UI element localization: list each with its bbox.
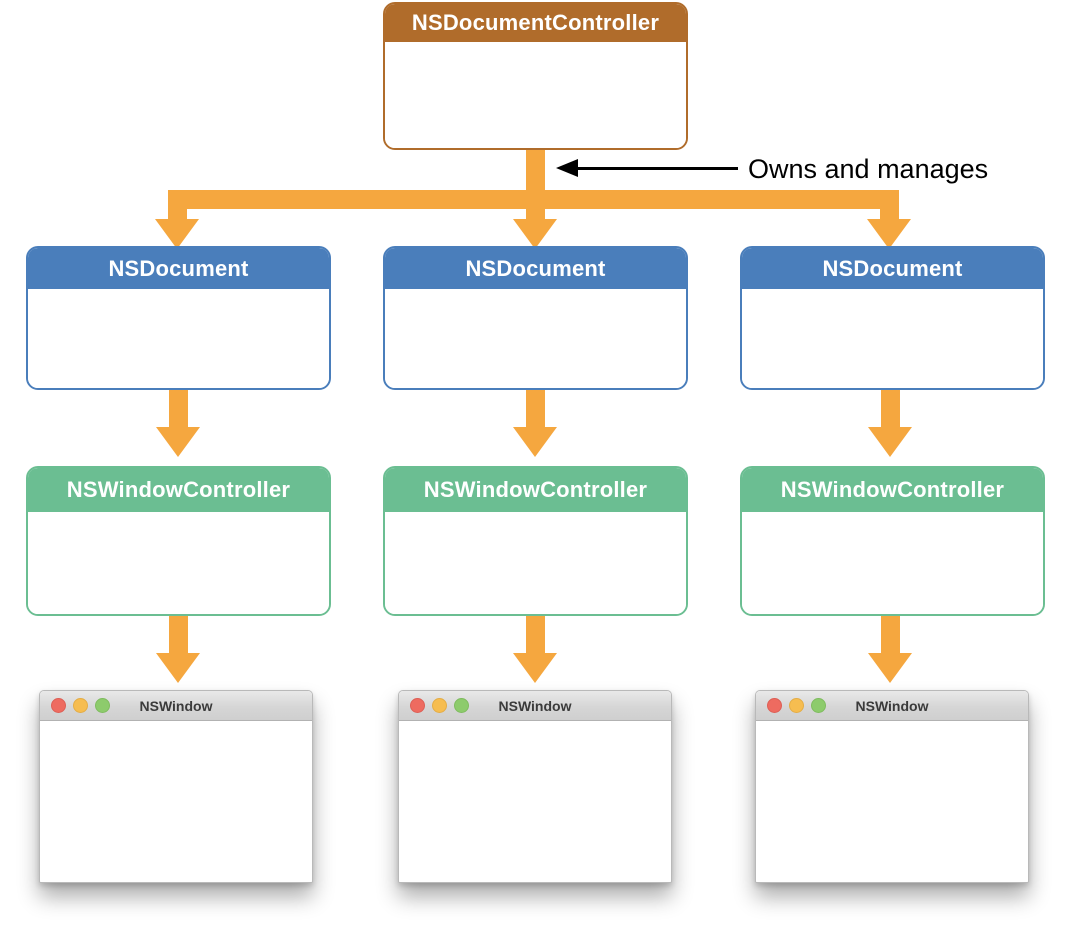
class-box-body xyxy=(28,512,329,614)
class-box-header-label: NSDocument xyxy=(742,248,1043,289)
minimize-icon[interactable] xyxy=(789,698,804,713)
nswindow-content xyxy=(756,721,1028,882)
connector-arrowhead-doc-wc-2 xyxy=(513,427,557,457)
connector-stem-doc-wc-3 xyxy=(881,390,900,428)
nswindow-mock-3[interactable]: NSWindow xyxy=(755,690,1029,883)
zoom-icon[interactable] xyxy=(454,698,469,713)
minimize-icon[interactable] xyxy=(432,698,447,713)
class-box-body xyxy=(28,289,329,388)
connector-stem-wc-win-2 xyxy=(526,616,545,654)
class-box-nsdocument-3[interactable]: NSDocument xyxy=(740,246,1045,390)
class-box-nsdocumentcontroller[interactable]: NSDocumentController xyxy=(383,2,688,150)
class-box-header-label: NSWindowController xyxy=(742,468,1043,512)
class-box-header-label: NSDocument xyxy=(385,248,686,289)
class-box-nsdocument-1[interactable]: NSDocument xyxy=(26,246,331,390)
class-box-body xyxy=(385,42,686,148)
close-icon[interactable] xyxy=(767,698,782,713)
zoom-icon[interactable] xyxy=(811,698,826,713)
connector-arrowhead-doc-wc-1 xyxy=(156,427,200,457)
class-box-nswindowcontroller-2[interactable]: NSWindowController xyxy=(383,466,688,616)
connector-branch-stem-1 xyxy=(168,190,187,220)
connector-stem-doc-wc-2 xyxy=(526,390,545,428)
class-box-nswindowcontroller-3[interactable]: NSWindowController xyxy=(740,466,1045,616)
nswindow-titlebar[interactable]: NSWindow xyxy=(756,691,1028,721)
connector-stem-wc-win-1 xyxy=(169,616,188,654)
class-box-body xyxy=(742,512,1043,614)
class-box-nsdocument-2[interactable]: NSDocument xyxy=(383,246,688,390)
connector-arrowhead-2 xyxy=(513,219,557,249)
class-box-header-label: NSWindowController xyxy=(385,468,686,512)
class-box-header-label: NSWindowController xyxy=(28,468,329,512)
connector-branch-stem-2 xyxy=(526,190,545,220)
class-box-body xyxy=(385,512,686,614)
nswindow-titlebar[interactable]: NSWindow xyxy=(40,691,312,721)
nswindow-mock-2[interactable]: NSWindow xyxy=(398,690,672,883)
traffic-lights xyxy=(410,698,469,713)
class-box-body xyxy=(385,289,686,388)
minimize-icon[interactable] xyxy=(73,698,88,713)
close-icon[interactable] xyxy=(410,698,425,713)
connector-branch-stem-3 xyxy=(880,190,899,220)
connector-arrowhead-doc-wc-3 xyxy=(868,427,912,457)
connector-arrowhead-3 xyxy=(867,219,911,249)
class-box-header-label: NSDocument xyxy=(28,248,329,289)
connector-arrowhead-wc-win-1 xyxy=(156,653,200,683)
connector-stem-controller xyxy=(526,150,545,202)
nswindow-content xyxy=(399,721,671,882)
annotation-line xyxy=(578,167,738,170)
nswindow-content xyxy=(40,721,312,882)
connector-arrowhead-1 xyxy=(155,219,199,249)
connector-arrowhead-wc-win-2 xyxy=(513,653,557,683)
class-box-header-label: NSDocumentController xyxy=(385,4,686,42)
close-icon[interactable] xyxy=(51,698,66,713)
class-box-nswindowcontroller-1[interactable]: NSWindowController xyxy=(26,466,331,616)
zoom-icon[interactable] xyxy=(95,698,110,713)
class-box-body xyxy=(742,289,1043,388)
traffic-lights xyxy=(51,698,110,713)
connector-stem-wc-win-3 xyxy=(881,616,900,654)
connector-stem-doc-wc-1 xyxy=(169,390,188,428)
traffic-lights xyxy=(767,698,826,713)
annotation-label: Owns and manages xyxy=(748,154,989,184)
annotation-arrowhead-icon xyxy=(556,159,578,177)
nswindow-titlebar[interactable]: NSWindow xyxy=(399,691,671,721)
connector-arrowhead-wc-win-3 xyxy=(868,653,912,683)
nswindow-mock-1[interactable]: NSWindow xyxy=(39,690,313,883)
